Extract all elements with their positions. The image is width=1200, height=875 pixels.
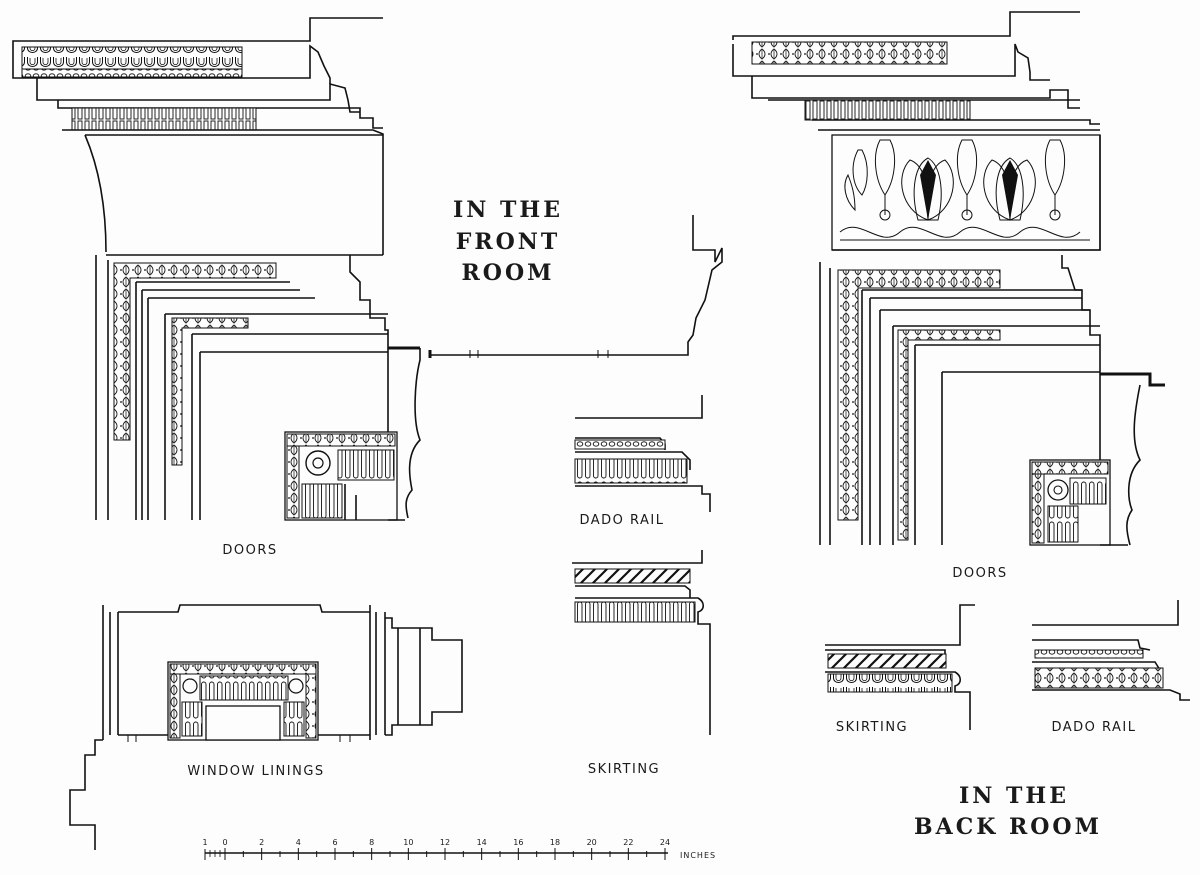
front-skirting bbox=[572, 550, 711, 735]
front-dado-rail-label: DADO RAIL bbox=[579, 513, 664, 528]
back-room-title: IN THE BACK ROOM bbox=[914, 783, 1102, 840]
scale-tick-label: 1 bbox=[202, 838, 207, 847]
front-skirting-label: SKIRTING bbox=[588, 762, 660, 777]
scale-tick-label: 24 bbox=[660, 838, 670, 847]
front-door-section bbox=[428, 215, 723, 358]
scale-tick-label: 16 bbox=[513, 838, 523, 847]
scale-tick-label: 14 bbox=[477, 838, 487, 847]
front-room-title-line2: FRONT bbox=[456, 229, 561, 255]
scale-tick-label: 2 bbox=[259, 838, 264, 847]
back-dado-rail-label: DADO RAIL bbox=[1051, 720, 1136, 735]
back-skirting bbox=[825, 604, 975, 730]
back-doors-label: DOORS bbox=[952, 566, 1007, 581]
back-room-title-line1: IN THE bbox=[959, 783, 1069, 809]
front-dado-rail bbox=[574, 395, 711, 512]
scale-tick-label: 10 bbox=[403, 838, 413, 847]
scale-tick-label: 20 bbox=[587, 838, 597, 847]
scale-tick-label: 8 bbox=[369, 838, 374, 847]
back-dado-rail bbox=[1032, 600, 1190, 701]
front-room-title: IN THE FRONT ROOM bbox=[453, 197, 563, 286]
scale-tick-label: 12 bbox=[440, 838, 450, 847]
scale-tick-label: 22 bbox=[623, 838, 633, 847]
back-room-title-line2: BACK ROOM bbox=[914, 814, 1102, 840]
scale-unit-label: INCHES bbox=[680, 851, 716, 860]
scale-tick-label: 4 bbox=[296, 838, 301, 847]
scale-tick-label: 0 bbox=[222, 838, 227, 847]
anthemion-ornament bbox=[839, 139, 1090, 241]
front-room-title-line3: ROOM bbox=[462, 260, 555, 286]
back-skirting-label: SKIRTING bbox=[836, 720, 908, 735]
front-doors-label: DOORS bbox=[222, 543, 277, 558]
front-door-elevation bbox=[12, 17, 421, 521]
front-room-title-line1: IN THE bbox=[453, 197, 563, 223]
scale-tick-label: 6 bbox=[332, 838, 337, 847]
back-door-elevation bbox=[732, 11, 1165, 546]
window-linings-label: WINDOW LININGS bbox=[187, 764, 324, 779]
window-linings bbox=[69, 604, 463, 850]
scale-tick-label: 18 bbox=[550, 838, 560, 847]
